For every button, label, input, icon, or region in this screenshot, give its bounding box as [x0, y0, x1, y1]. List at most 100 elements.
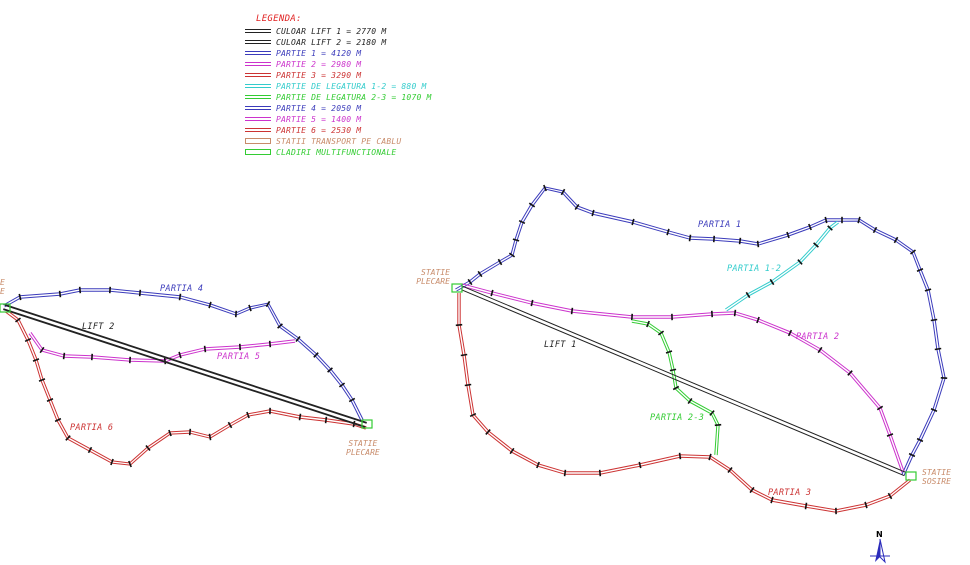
route-marker	[145, 445, 151, 451]
route-marker	[227, 421, 233, 429]
route-marker	[916, 437, 924, 443]
route-marker	[563, 469, 567, 477]
route-marker	[32, 358, 40, 362]
route-marker	[15, 317, 21, 323]
route-edge	[632, 319, 720, 456]
legend-item: PARTIE 4 = 2050 M	[242, 103, 472, 114]
partia-2-3-route	[631, 319, 722, 456]
route-marker	[749, 486, 755, 494]
partia-6-route	[5, 309, 367, 468]
north-letter: N	[876, 530, 883, 539]
route-marker	[824, 216, 828, 224]
route-marker	[756, 240, 760, 248]
route-marker	[188, 428, 192, 436]
route-marker	[745, 291, 751, 299]
legend-label: PARTIE 4 = 2050 M	[276, 104, 362, 113]
route-marker	[168, 429, 172, 437]
route-marker	[930, 318, 938, 322]
route-marker	[277, 323, 283, 329]
legend-swatch	[245, 117, 271, 121]
route-marker	[857, 216, 861, 224]
route-marker	[646, 320, 650, 328]
station-plecare-west: STATIE PLECARE	[346, 439, 380, 457]
route-marker	[58, 290, 62, 298]
label-lift-2: LIFT 2	[82, 322, 115, 332]
route-marker	[509, 447, 515, 455]
station-sosire-east: STATIE SOSIRE	[922, 468, 951, 486]
route-edge	[462, 285, 906, 473]
legend-label: PARTIE 5 = 1400 M	[276, 115, 362, 124]
legend-item: PARTIE DE LEGATURA 2-3 = 1070 M	[242, 92, 472, 103]
legend-swatch	[245, 95, 271, 99]
partia-1-route	[455, 184, 948, 476]
route-marker	[62, 352, 66, 360]
route-marker	[769, 278, 775, 286]
legend-item: PARTIE 1 = 4120 M	[242, 48, 472, 59]
route-edge	[456, 188, 944, 475]
route-marker	[786, 231, 790, 239]
label-partia-6: PARTIA 6	[70, 423, 114, 433]
route-marker	[787, 329, 793, 337]
route-marker	[598, 469, 602, 477]
route-marker	[490, 289, 494, 297]
station-west-edge-line2: E	[0, 287, 5, 296]
label-partia-2: PARTIA 2	[796, 332, 840, 342]
route-edge	[5, 311, 366, 466]
route-marker	[672, 385, 680, 391]
station-west-edge-line1: E	[0, 278, 5, 287]
route-marker	[536, 461, 540, 469]
station-plecare-east-line1: STATIE	[421, 268, 450, 277]
route-marker	[313, 352, 319, 358]
legend-swatch	[245, 51, 271, 55]
route-marker	[666, 228, 670, 236]
route-marker	[248, 304, 252, 312]
legend-item: CLADIRI MULTIFUNCTIONALE	[242, 147, 472, 158]
route-marker	[327, 367, 333, 373]
route-marker	[708, 453, 712, 461]
station-marker	[905, 471, 917, 481]
lift-2-route	[3, 304, 367, 428]
route-marker	[39, 346, 45, 354]
legend-swatch	[245, 73, 271, 77]
route-marker	[638, 461, 642, 469]
route-marker	[528, 202, 536, 208]
legend-item: CULOAR LIFT 1 = 2770 M	[242, 26, 472, 37]
route-marker	[738, 237, 742, 245]
route-marker	[295, 336, 301, 342]
legend-label: CLADIRI MULTIFUNCTIONALE	[276, 148, 397, 157]
route-marker	[110, 458, 114, 466]
route-marker	[138, 289, 142, 297]
station-sosire-east-line1: STATIE	[922, 468, 951, 477]
route-marker	[469, 412, 477, 418]
route-marker	[208, 433, 212, 441]
route-edge	[4, 304, 367, 424]
legend-label: STATII TRANSPORT PE CABLU	[276, 137, 402, 146]
route-marker	[38, 378, 46, 382]
legend-item: CULOAR LIFT 2 = 2180 M	[242, 37, 472, 48]
station-marker	[361, 419, 373, 429]
legend-swatch	[245, 149, 271, 155]
route-marker	[18, 293, 22, 301]
label-lift-1: LIFT 1	[544, 340, 577, 350]
legend-title: LEGENDA:	[256, 14, 302, 24]
legend-label: PARTIE DE LEGATURA 1-2 = 880 M	[276, 82, 427, 91]
route-marker	[893, 236, 899, 244]
route-marker	[808, 223, 812, 231]
route-marker	[934, 347, 942, 351]
route-marker	[813, 242, 819, 248]
label-partia-2-3: PARTIA 2-3	[650, 413, 705, 423]
legend-item: PARTIE 5 = 1400 M	[242, 114, 472, 125]
route-marker	[46, 398, 54, 402]
route-marker	[246, 411, 250, 419]
route-marker	[348, 397, 356, 403]
legend-label: CULOAR LIFT 1 = 2770 M	[276, 27, 387, 36]
route-marker	[268, 340, 272, 348]
route-marker	[508, 252, 516, 258]
route-marker	[727, 467, 733, 473]
legend-item: STATII TRANSPORT PE CABLU	[242, 136, 472, 147]
route-marker	[467, 278, 473, 286]
lift-1-route	[461, 285, 906, 477]
route-edge	[631, 321, 718, 455]
station-plecare-east: STATIE PLECARE	[414, 268, 450, 286]
